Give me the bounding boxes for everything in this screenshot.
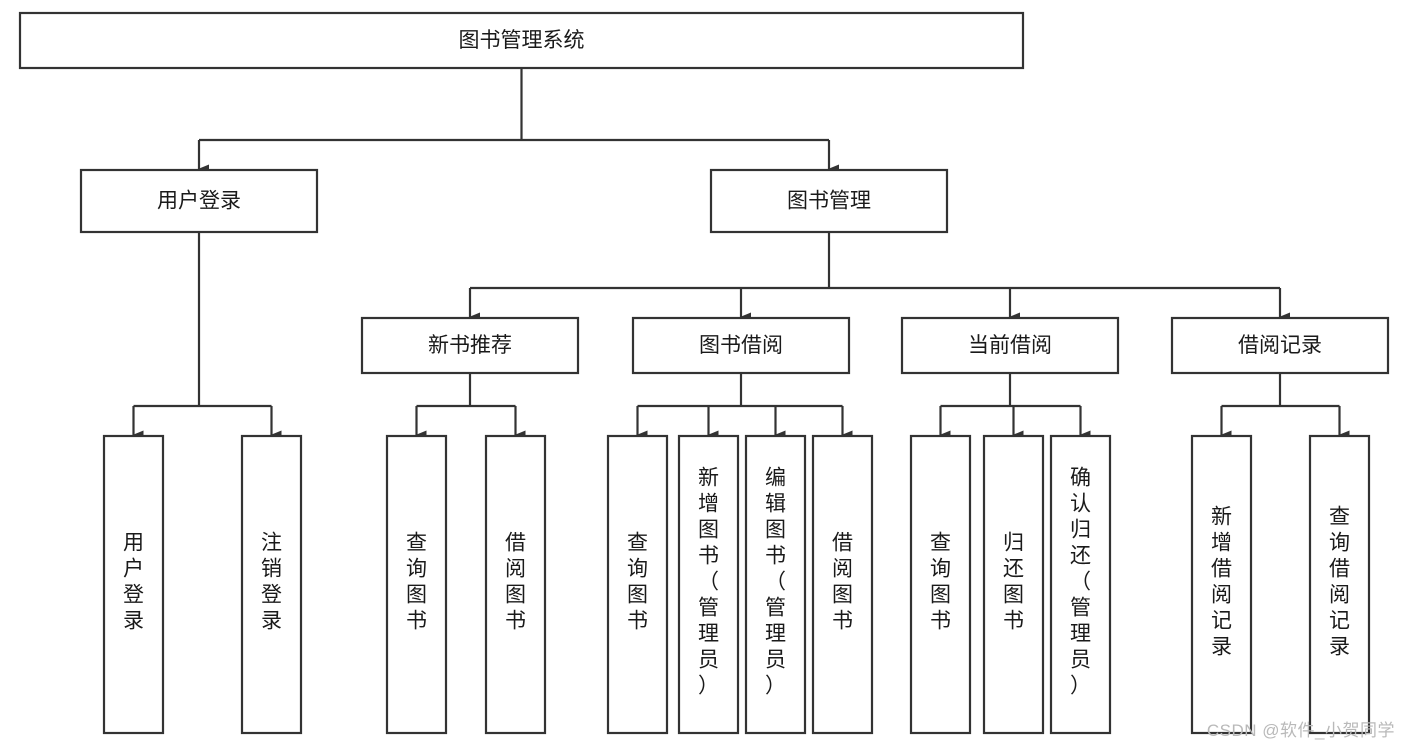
node-label: 图书管理系统: [459, 29, 585, 52]
edge-group-new_book_rec: [415, 373, 526, 440]
node-label: 查询图书: [930, 532, 951, 633]
node-label: 借阅图书: [832, 532, 853, 633]
edge-group-user_login: [132, 232, 282, 440]
node-leaf-edit-book[interactable]: 编辑图书（管理员）: [744, 434, 807, 735]
node-label: 编辑图书（管理员）: [765, 467, 786, 698]
node-label: 借阅记录: [1238, 334, 1322, 357]
node-layer: 图书管理系统用户登录图书管理新书推荐图书借阅当前借阅借阅记录用户登录注销登录查询…: [18, 11, 1390, 735]
node-label: 借阅图书: [505, 532, 526, 633]
node-root[interactable]: 图书管理系统: [18, 11, 1025, 70]
node-label: 图书借阅: [699, 334, 783, 357]
node-leaf-add-book[interactable]: 新增图书（管理员）: [677, 434, 740, 735]
node-leaf-query-book-3[interactable]: 查询图书: [909, 434, 972, 735]
edge-group-borrow_record: [1220, 373, 1350, 440]
node-label: 用户登录: [157, 190, 241, 213]
node-label: 新书推荐: [428, 334, 512, 357]
node-book-borrow[interactable]: 图书借阅: [631, 316, 851, 375]
node-leaf-query-book-2[interactable]: 查询图书: [606, 434, 669, 735]
node-label: 用户登录: [123, 532, 144, 633]
node-leaf-confirm-return[interactable]: 确认归还（管理员）: [1049, 434, 1112, 735]
node-label: 注销登录: [261, 532, 282, 633]
node-label: 确认归还（管理员）: [1070, 467, 1091, 698]
node-label: 新增借阅记录: [1211, 506, 1232, 659]
node-book-manage[interactable]: 图书管理: [709, 168, 949, 234]
node-label: 归还图书: [1003, 532, 1024, 633]
node-label: 当前借阅: [968, 334, 1052, 357]
node-current-borrow[interactable]: 当前借阅: [900, 316, 1120, 375]
node-label: 查询图书: [627, 532, 648, 633]
node-leaf-borrow-book-2[interactable]: 借阅图书: [811, 434, 874, 735]
node-label: 图书管理: [787, 190, 871, 213]
edge-group-current_borrow: [939, 373, 1091, 440]
edge-layer: [132, 68, 1350, 440]
node-leaf-borrow-book-1[interactable]: 借阅图书: [484, 434, 547, 735]
node-leaf-return-book[interactable]: 归还图书: [982, 434, 1045, 735]
node-label: 查询图书: [406, 532, 427, 633]
node-label: 查询借阅记录: [1329, 506, 1350, 659]
node-leaf-add-record[interactable]: 新增借阅记录: [1190, 434, 1253, 735]
edge-group-book_manage: [468, 232, 1290, 322]
node-new-book-rec[interactable]: 新书推荐: [360, 316, 580, 375]
node-leaf-logout[interactable]: 注销登录: [240, 434, 303, 735]
edge-group-book_borrow: [636, 373, 853, 440]
edge-group-root: [197, 68, 839, 174]
node-label: 新增图书（管理员）: [698, 467, 719, 698]
node-leaf-user-login[interactable]: 用户登录: [102, 434, 165, 735]
node-leaf-query-record[interactable]: 查询借阅记录: [1308, 434, 1371, 735]
node-user-login[interactable]: 用户登录: [79, 168, 319, 234]
node-leaf-query-book-1[interactable]: 查询图书: [385, 434, 448, 735]
watermark-label: CSDN @软件_小贺同学: [1206, 721, 1395, 740]
node-borrow-record[interactable]: 借阅记录: [1170, 316, 1390, 375]
